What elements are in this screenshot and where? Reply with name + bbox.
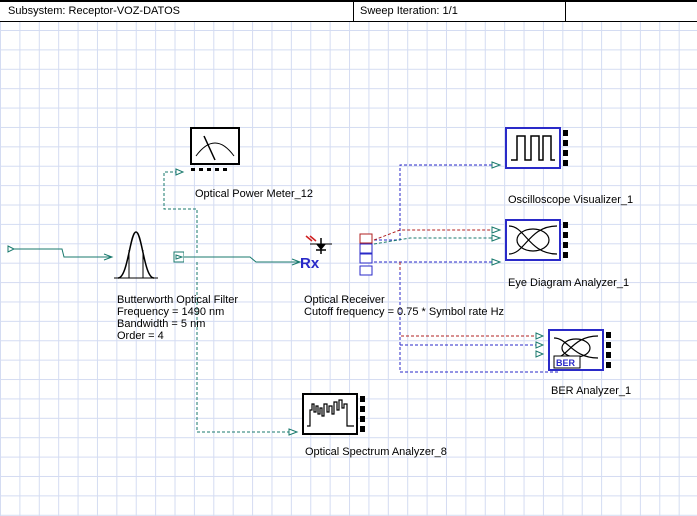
eye-diagram-component[interactable]	[505, 218, 573, 262]
filter-to-powermeter-wire	[163, 171, 198, 253]
filter-to-spectrum-wire	[196, 262, 297, 433]
filter-name-label: Butterworth Optical Filter	[117, 294, 239, 306]
receiver-in-arrow	[291, 258, 302, 266]
oscilloscope-label: Oscilloscope Visualizer_1	[508, 194, 634, 206]
power-meter-component[interactable]	[190, 126, 242, 176]
ber-component[interactable]: BER	[548, 328, 616, 372]
top-border	[0, 0, 697, 2]
filter-in-arrow	[103, 253, 114, 261]
rx-to-ber-wire-3	[399, 272, 560, 373]
eye-diagram-icon	[505, 219, 568, 261]
ber-in-arrow-1	[535, 332, 545, 340]
subsystem-header: Subsystem: Receptor-VOZ-DATOS Sweep Iter…	[0, 2, 697, 22]
receiver-name-label: Optical Receiver	[304, 294, 385, 306]
ber-icon-text: BER	[556, 358, 576, 368]
spectrum-icon	[302, 393, 365, 435]
subsystem-name: Subsystem: Receptor-VOZ-DATOS	[4, 2, 354, 21]
square-wave-icon	[505, 127, 568, 169]
power-meter-label: Optical Power Meter_12	[195, 188, 313, 200]
rx-to-osc-wire	[374, 164, 500, 241]
spectrum-in-arrow	[288, 428, 299, 436]
rx-to-ber-wire-1	[399, 262, 542, 337]
receiver-component[interactable]: Rx	[300, 232, 380, 284]
filter-frequency-label: Frequency = 1490 nm	[117, 306, 225, 318]
filter-to-receiver-wire	[182, 256, 300, 263]
filter-component[interactable]	[112, 228, 185, 288]
bandpass-filter-icon	[114, 231, 185, 279]
eye-diagram-label: Eye Diagram Analyzer_1	[508, 277, 630, 289]
sweep-iteration: Sweep Iteration: 1/1	[356, 2, 566, 21]
receiver-rx-text: Rx	[300, 255, 320, 272]
spectrum-component[interactable]	[302, 392, 370, 436]
eye-in-arrow-3	[491, 258, 502, 266]
ber-in-arrow-3	[535, 350, 545, 358]
power-meter-icon	[190, 127, 240, 171]
receiver-cutoff-label: Cutoff frequency = 0.75 * Symbol rate Hz	[304, 306, 505, 318]
rx-to-eye-green-wire	[373, 237, 500, 245]
spectrum-label: Optical Spectrum Analyzer_8	[305, 446, 447, 458]
photodiode-receiver-icon: Rx	[300, 233, 373, 276]
ber-label: BER Analyzer_1	[551, 385, 632, 397]
filter-order-label: Order = 4	[117, 330, 164, 342]
powermeter-in-arrow	[175, 168, 185, 176]
oscilloscope-component[interactable]	[505, 126, 573, 170]
input-wire	[14, 248, 112, 258]
eye-in-arrow-2	[491, 234, 502, 242]
input-port-left	[7, 245, 16, 253]
eye-in-arrow-1	[491, 226, 502, 234]
osc-in-arrow	[491, 161, 502, 169]
filter-bandwidth-label: Bandwidth = 5 nm	[117, 318, 206, 330]
rx-to-eye-red-wire	[373, 229, 500, 241]
ber-in-arrow-2	[535, 341, 545, 349]
ber-analyzer-icon: BER	[548, 329, 611, 371]
